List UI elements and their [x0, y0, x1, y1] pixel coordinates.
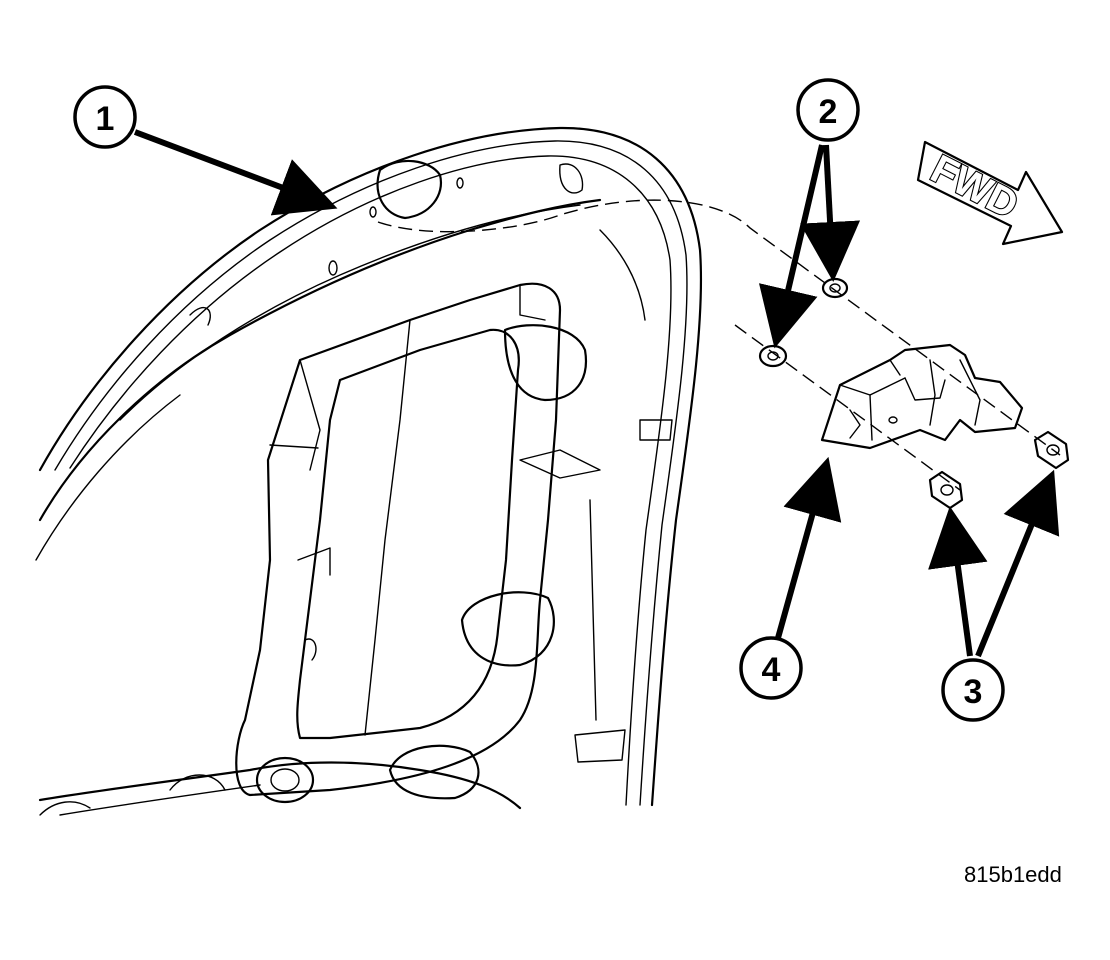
callout-number: 1: [96, 100, 115, 138]
vehicle-body-frame: [35, 126, 703, 816]
callout-number: 2: [819, 93, 838, 131]
callout-3: 3: [941, 658, 1005, 722]
alignment-lines: [377, 199, 1061, 491]
leader-line-3b: [975, 469, 1060, 658]
figure-id: 815b1edd: [964, 862, 1062, 887]
hinge-bracket: [820, 343, 1024, 450]
nut-upper: [821, 277, 849, 299]
callout-2: 2: [796, 78, 860, 142]
bolt-upper: [1033, 430, 1070, 470]
bolt-lower: [928, 470, 964, 510]
leader-line-2a: [758, 144, 825, 349]
leader-lines: [133, 129, 1060, 658]
fwd-label: FWD: [924, 147, 1025, 228]
leader-line-2b: [800, 144, 861, 282]
fwd-direction-arrow: FWD: [916, 140, 1064, 246]
leader-line-1: [133, 129, 338, 216]
callout-number: 4: [762, 651, 781, 689]
leader-line-3a: [928, 506, 988, 657]
leader-line-4: [775, 456, 842, 639]
nut-lower: [758, 344, 788, 368]
callout-number: 3: [964, 673, 983, 711]
callout-4: 4: [739, 636, 803, 700]
callout-1: 1: [73, 85, 137, 149]
